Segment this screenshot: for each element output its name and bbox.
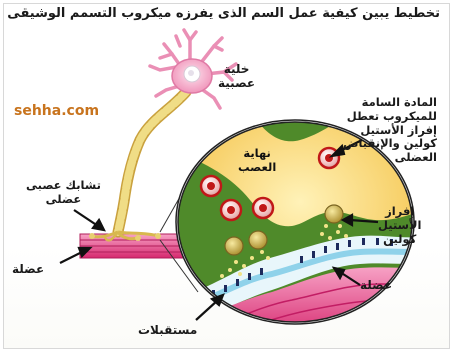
label-receptors: مستقبلات bbox=[138, 323, 197, 337]
site-watermark: sehha.com bbox=[14, 103, 99, 119]
axon bbox=[89, 92, 186, 241]
label-neuromuscular-junction: تشابك عصبى عضلى bbox=[26, 179, 101, 207]
label-nerve-cell: خلية عصبية bbox=[218, 62, 255, 91]
label-line: كولين bbox=[378, 233, 421, 247]
label-nerve-ending: نهاية العصب bbox=[238, 147, 276, 175]
label-muscle-left: عضلة bbox=[12, 262, 44, 276]
label-acetylcholine-release: إفراز الأستيل كولين bbox=[378, 205, 421, 246]
label-line: إفراز الأستيل bbox=[343, 124, 437, 138]
label-line: عصبية bbox=[218, 76, 255, 90]
label-toxin: المادة السامة للميكروب تعطل إفراز الأستي… bbox=[343, 96, 437, 165]
label-line: العضلى bbox=[343, 151, 437, 165]
label-line: نهاية bbox=[238, 147, 276, 161]
diagram-title: تخطيط يبين كيفية عمل السم الذى يفرزه ميك… bbox=[16, 6, 440, 22]
label-line: خلية bbox=[218, 62, 255, 76]
label-line: تشابك عصبى bbox=[26, 179, 101, 193]
label-line: إفراز bbox=[378, 205, 421, 219]
label-line: العصب bbox=[238, 161, 276, 175]
label-muscle-right: عضلة bbox=[360, 278, 392, 292]
label-line: للميكروب تعطل bbox=[343, 110, 437, 124]
label-line: الأستيل bbox=[378, 219, 421, 233]
label-line: المادة السامة bbox=[343, 96, 437, 110]
label-line: كولين والإنقباض bbox=[343, 137, 437, 151]
label-line: عضلى bbox=[26, 193, 101, 207]
